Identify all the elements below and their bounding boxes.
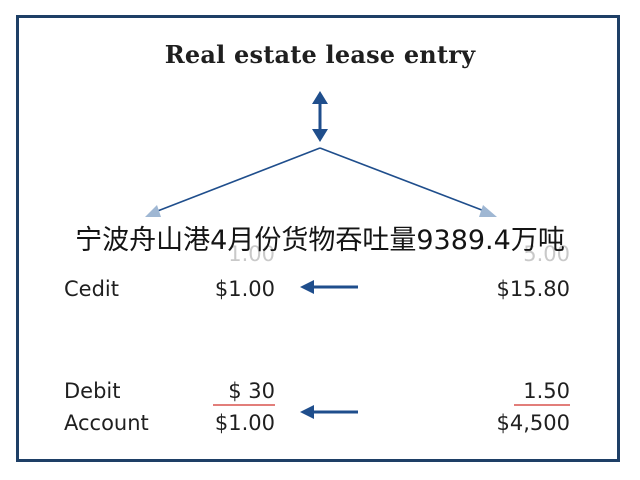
debit-label: Debit (64, 379, 121, 403)
overlay-caption: 宁波舟山港4月份货物吞吐量9389.4万吨 (75, 225, 565, 256)
ghost-right-value: 5.00 (523, 242, 570, 266)
diagram-frame (16, 15, 620, 462)
account-left-value: $1.00 (214, 411, 275, 435)
account-label: Account (64, 411, 149, 435)
branch-line-left (154, 147, 321, 213)
branch-arrowhead-left (145, 205, 161, 217)
credit-left-value: $1.00 (214, 277, 275, 301)
ghost-left-value: 1.00 (228, 242, 275, 266)
left-arrow-icon (300, 280, 358, 294)
debit-left-value: $ 30 (228, 379, 275, 403)
branch-arrowhead-right (479, 205, 497, 217)
diagram-title: Real estate lease entry (164, 40, 476, 69)
account-right-value: $4,500 (496, 411, 570, 435)
credit-right-value: $15.80 (496, 277, 570, 301)
credit-label: Cedit (64, 277, 119, 301)
debit-right-value: 1.50 (523, 379, 570, 403)
branch-line-right (319, 147, 488, 213)
left-arrow-icon (300, 405, 358, 419)
double-headed-arrow-icon (312, 91, 328, 142)
